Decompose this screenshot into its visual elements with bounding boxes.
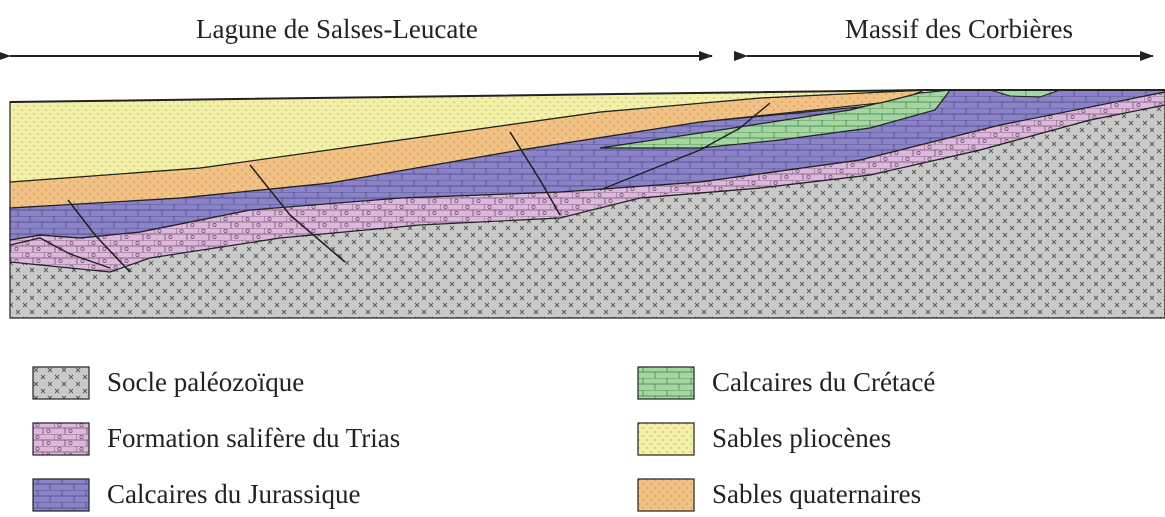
- legend-label: Formation salifère du Trias: [107, 423, 401, 453]
- topographic-surface: [9, 89, 1165, 103]
- geological-cross-section: [0, 51, 1165, 319]
- trias-base-line: [9, 237, 111, 269]
- fault-line: [249, 164, 346, 263]
- fault-line: [67, 199, 131, 273]
- fault-line: [599, 102, 771, 191]
- jurassique-swatch: [32, 478, 90, 512]
- corbieres-region-label: Massif des Corbières: [845, 14, 1073, 44]
- trias-swatch: [32, 422, 90, 456]
- legend-label: Sables quaternaires: [712, 479, 922, 509]
- legend-label: Calcaires du Crétacé: [712, 367, 936, 397]
- pliocene-swatch: [637, 422, 695, 456]
- quaternaire-swatch: [637, 478, 695, 512]
- fault-line: [509, 131, 561, 216]
- cretace-swatch: [637, 366, 695, 400]
- legend-label: Socle paléozoïque: [107, 367, 305, 397]
- lagoon-region-label: Lagune de Salses-Leucate: [196, 14, 478, 44]
- legend-label: Calcaires du Jurassique: [107, 479, 361, 509]
- socle-swatch: [32, 366, 90, 400]
- cretace-layer: [599, 89, 952, 149]
- legend-label: Sables pliocènes: [712, 423, 892, 453]
